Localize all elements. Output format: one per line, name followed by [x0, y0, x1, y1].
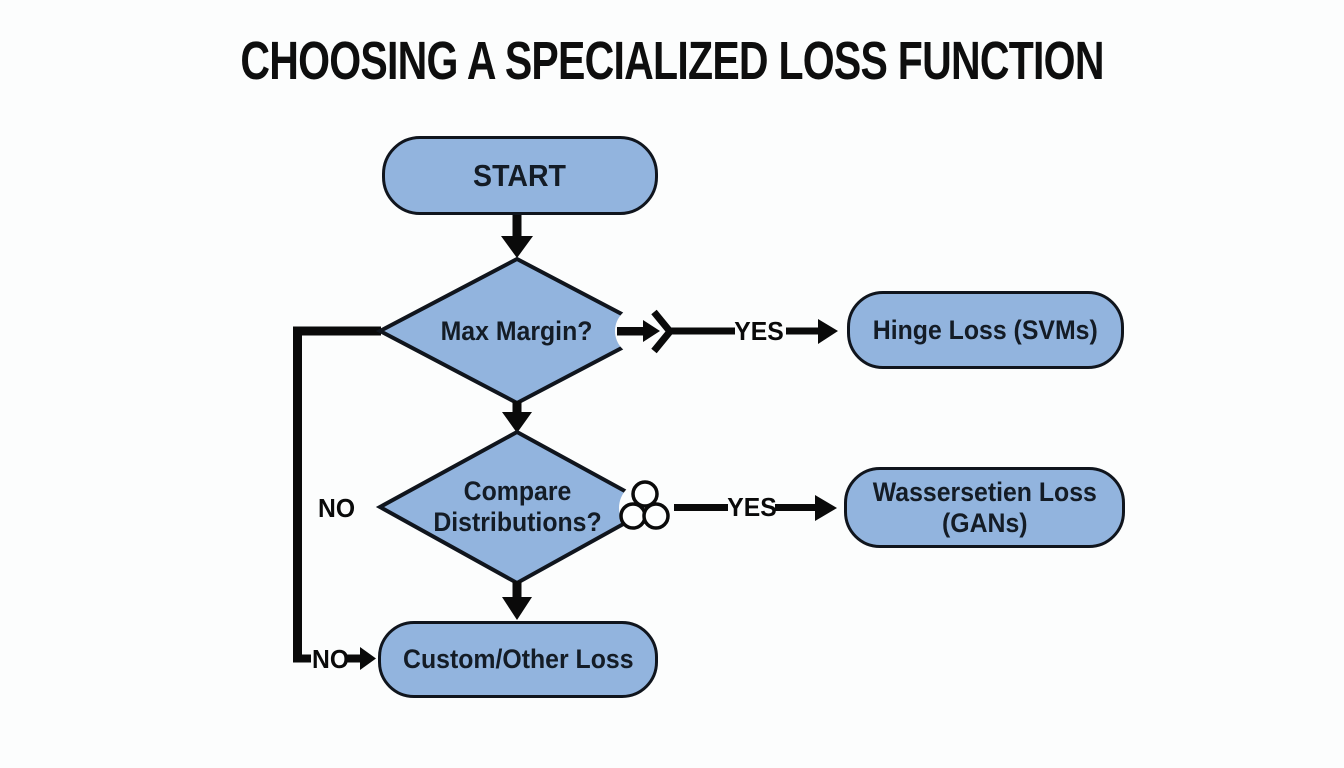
node-compare-line1: Compare	[463, 476, 571, 506]
arrowhead-icon	[818, 319, 838, 344]
arrowhead-icon	[360, 647, 376, 670]
node-wasserstein-loss-label: Wassersetien Loss (GANs)	[872, 477, 1096, 539]
connector-compare-to-custom	[502, 581, 532, 620]
node-custom-loss-label: Custom/Other Loss	[402, 644, 634, 674]
node-start: START	[382, 136, 658, 215]
node-custom-loss: Custom/Other Loss	[378, 621, 658, 698]
arrow-chevron-icon	[615, 306, 675, 356]
node-hinge-loss: Hinge Loss (SVMs)	[847, 291, 1124, 369]
edge-label-merge-no: NO	[311, 643, 349, 674]
node-compare-distributions-label: Compare Distributions?	[397, 474, 637, 540]
arrowhead-icon	[815, 495, 837, 521]
page-title: CHOOSING A SPECIALIZED LOSS FUNCTION	[0, 30, 1344, 92]
node-hinge-loss-label: Hinge Loss (SVMs)	[873, 314, 1098, 345]
connector-max-margin-to-compare	[502, 401, 532, 433]
connector-start-to-max-margin	[501, 214, 533, 258]
node-wasserstein-loss: Wassersetien Loss (GANs)	[844, 467, 1125, 548]
node-wasserstein-loss-line1: Wassersetien Loss	[872, 476, 1097, 507]
node-wasserstein-loss-line2: (GANs)	[941, 507, 1028, 538]
connector-max-margin-yes	[671, 319, 838, 344]
edge-label-compare-yes: YES	[727, 491, 777, 522]
connector-compare-yes	[674, 495, 837, 521]
edge-label-max-margin-yes: YES	[734, 315, 784, 346]
node-compare-line2: Distributions?	[432, 507, 602, 537]
node-start-label: START	[473, 158, 567, 193]
arrowhead-icon	[502, 597, 532, 620]
arrowhead-icon	[502, 412, 532, 433]
connector-no-merge	[293, 326, 381, 670]
three-circles-icon	[619, 480, 673, 535]
page-title-text: CHOOSING A SPECIALIZED LOSS FUNCTION	[240, 31, 1104, 91]
edge-label-compare-no: NO	[317, 492, 355, 523]
node-max-margin-label: Max Margin?	[441, 315, 593, 346]
arrowhead-icon	[501, 236, 533, 258]
